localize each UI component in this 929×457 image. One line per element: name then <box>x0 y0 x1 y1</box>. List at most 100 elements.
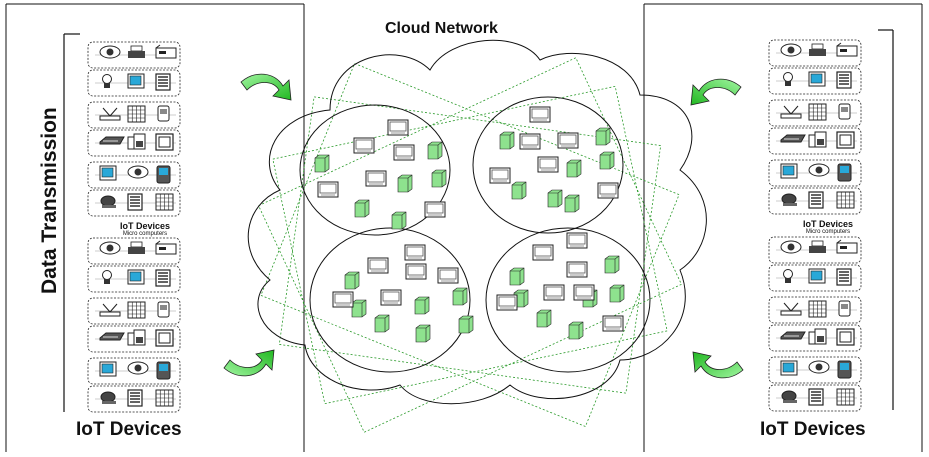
eye-camera-icon <box>127 361 149 375</box>
eye-camera-icon <box>99 45 121 59</box>
eye-camera-icon <box>127 165 149 179</box>
device-row-frame <box>87 385 181 413</box>
router-icon <box>780 302 802 316</box>
router-icon <box>99 303 121 317</box>
server-node-icon <box>314 154 330 173</box>
device-row-frame <box>768 264 862 292</box>
display-node-icon <box>496 294 518 311</box>
server-node-icon <box>351 299 367 318</box>
display-node-icon <box>437 267 459 284</box>
device-row-frame <box>87 265 181 293</box>
display-node-icon <box>353 137 375 154</box>
server-node-icon <box>354 199 370 218</box>
display-node-icon <box>519 133 541 150</box>
drive-icon <box>836 42 858 57</box>
blue-screen-icon <box>808 71 826 87</box>
device-row-frame <box>768 236 862 264</box>
tower-icon <box>155 73 171 91</box>
fax-icon <box>127 133 146 150</box>
tower-icon <box>808 191 824 209</box>
display-node-icon <box>566 261 588 278</box>
vcr-icon <box>780 134 806 143</box>
display-node-icon <box>532 244 554 261</box>
iot-device-group <box>87 237 181 293</box>
pda-icon <box>837 360 852 379</box>
keypad-icon <box>127 105 146 123</box>
iot-device-group <box>768 159 862 215</box>
blue-screen-icon <box>808 268 826 284</box>
eye-camera-icon <box>780 240 802 254</box>
keypad-icon <box>155 389 174 407</box>
server-node-icon <box>564 194 580 213</box>
data-transmission-bracket <box>63 33 80 412</box>
drive-icon <box>155 240 177 255</box>
right-panel-border <box>643 3 923 452</box>
eye-camera-icon <box>808 163 830 177</box>
blue-screen-icon <box>127 269 145 285</box>
iot-device-group <box>768 39 862 95</box>
server-node-icon <box>566 159 582 178</box>
bulb-icon <box>783 269 793 283</box>
device-row-frame <box>87 41 181 69</box>
display-node-icon <box>380 289 402 306</box>
server-node-icon <box>427 141 443 160</box>
cloud-network <box>247 39 707 433</box>
device-row-frame <box>87 161 181 189</box>
server-node-icon <box>568 321 584 340</box>
right-mid-label-sub: Micro computers <box>805 229 851 235</box>
left-iot-caption: IoT Devices <box>76 419 182 440</box>
iot-device-group <box>768 99 862 155</box>
display-node-icon <box>543 284 565 301</box>
tower-icon <box>836 71 852 89</box>
tower-icon <box>808 388 824 406</box>
server-node-icon <box>344 271 360 290</box>
phone-icon <box>157 301 170 318</box>
iot-device-groups <box>87 39 862 413</box>
server-node-icon <box>609 284 625 303</box>
iot-device-group <box>87 297 181 353</box>
device-row-frame <box>87 325 181 353</box>
display-node-icon <box>317 181 339 198</box>
display-node-icon <box>573 284 595 301</box>
eye-camera-icon <box>808 360 830 374</box>
data-transmission-label: Data Transmission <box>38 107 61 294</box>
keypad-icon <box>808 103 827 121</box>
right-bracket <box>878 29 894 410</box>
monitor-icon <box>836 131 855 149</box>
display-node-icon <box>537 156 559 173</box>
vcr-icon <box>780 331 806 340</box>
right-mid-label-title: IoT Devices <box>802 219 854 229</box>
server-cluster <box>309 227 471 373</box>
bulb-icon <box>783 72 793 86</box>
printer-icon <box>128 45 145 58</box>
iot-device-group <box>768 356 862 412</box>
tower-icon <box>155 269 171 287</box>
device-row-frame <box>87 101 181 129</box>
display-node-icon <box>405 263 427 280</box>
device-row-frame <box>768 384 862 412</box>
server-cluster <box>299 104 451 236</box>
server-node-icon <box>511 181 527 200</box>
pda-icon <box>156 165 171 184</box>
server-node-icon <box>458 315 474 334</box>
display-node-icon <box>602 315 624 332</box>
iot-device-group <box>87 101 181 157</box>
fax-icon <box>808 328 827 345</box>
device-row-frame <box>768 296 862 324</box>
eye-camera-icon <box>99 241 121 255</box>
cloud-outline <box>247 39 707 405</box>
device-row-frame <box>87 69 181 97</box>
monitor-icon <box>836 328 855 346</box>
device-row-frame <box>87 357 181 385</box>
server-cluster <box>485 227 651 373</box>
tower-icon <box>127 193 143 211</box>
monitor-icon <box>155 329 174 347</box>
dotted-link-frame <box>258 57 682 433</box>
display-node-icon <box>557 132 579 149</box>
drive-icon <box>155 44 177 59</box>
data-flow-arrow-icon <box>690 78 742 106</box>
server-node-icon <box>604 255 620 274</box>
server-node-icon <box>536 309 552 328</box>
monitor-icon <box>155 133 174 151</box>
pda-icon <box>156 361 171 380</box>
